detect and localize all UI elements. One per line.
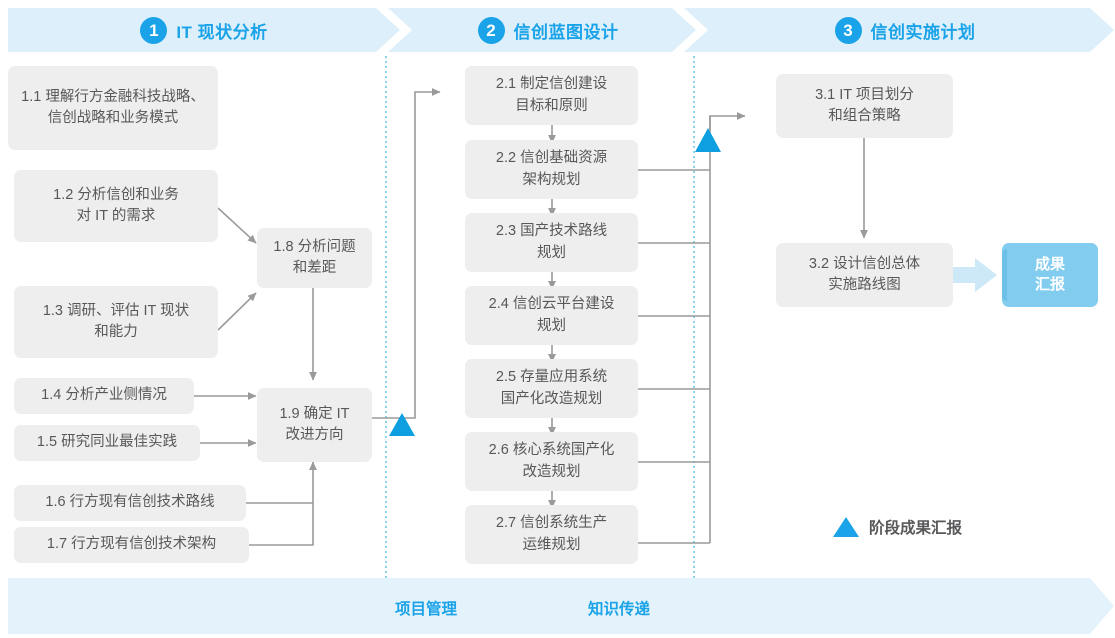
phase-number-badge: 3 (834, 16, 862, 44)
legend-label: 阶段成果汇报 (869, 520, 963, 537)
phase-header-2[interactable]: 2 信创蓝图设计 (400, 8, 696, 52)
node-1-2[interactable]: 1.2 分析信创和业务 对 IT 的需求 (14, 170, 218, 242)
milestone-triangle-icon (833, 517, 859, 537)
node-2-4[interactable]: 2.4 信创云平台建设 规划 (465, 286, 638, 345)
node-1-4[interactable]: 1.4 分析产业侧情况 (14, 378, 194, 414)
phase-header-3[interactable]: 3 信创实施计划 (696, 8, 1114, 52)
node-3-2[interactable]: 3.2 设计信创总体 实施路线图 (776, 243, 953, 307)
bottom-label-project-management[interactable]: 项目管理 (395, 601, 458, 618)
phase-title: 信创蓝图设计 (513, 22, 619, 42)
node-2-5[interactable]: 2.5 存量应用系统 国产化改造规划 (465, 359, 638, 418)
phase-title: 信创实施计划 (870, 22, 976, 42)
result-report-badge[interactable]: 成果 汇报 (1002, 243, 1098, 307)
node-1-3[interactable]: 1.3 调研、评估 IT 现状 和能力 (14, 286, 218, 358)
node-1-7[interactable]: 1.7 行方现有信创技术架构 (14, 527, 249, 563)
node-2-6[interactable]: 2.6 核心系统国产化 改造规划 (465, 432, 638, 491)
legend: 阶段成果汇报 (833, 516, 962, 538)
phase-number-badge: 1 (140, 16, 168, 44)
result-arrow-icon (948, 258, 997, 292)
node-2-3[interactable]: 2.3 国产技术路线 规划 (465, 213, 638, 272)
node-1-5[interactable]: 1.5 研究同业最佳实践 (14, 425, 200, 461)
milestone-triangle-phase2 (695, 128, 721, 152)
node-2-2[interactable]: 2.2 信创基础资源 架构规划 (465, 140, 638, 199)
node-3-1[interactable]: 3.1 IT 项目划分 和组合策略 (776, 74, 953, 138)
node-1-8[interactable]: 1.8 分析问题 和差距 (257, 228, 372, 288)
node-1-9[interactable]: 1.9 确定 IT 改进方向 (257, 388, 372, 462)
phase-header-1[interactable]: 1 IT 现状分析 (8, 8, 400, 52)
phase1-connectors (193, 88, 441, 546)
milestone-triangle-phase1 (389, 413, 415, 436)
node-2-1[interactable]: 2.1 制定信创建设 目标和原则 (465, 66, 638, 125)
node-2-7[interactable]: 2.7 信创系统生产 运维规划 (465, 505, 638, 564)
bottom-band-shape (8, 578, 1114, 634)
phase-number-badge: 2 (477, 16, 505, 44)
phase-title: IT 现状分析 (176, 22, 268, 42)
node-1-6[interactable]: 1.6 行方现有信创技术路线 (14, 485, 246, 521)
bottom-label-knowledge-transfer[interactable]: 知识传递 (588, 601, 651, 618)
node-1-1[interactable]: 1.1 理解行方金融科技战略、 信创战略和业务模式 (8, 66, 218, 150)
